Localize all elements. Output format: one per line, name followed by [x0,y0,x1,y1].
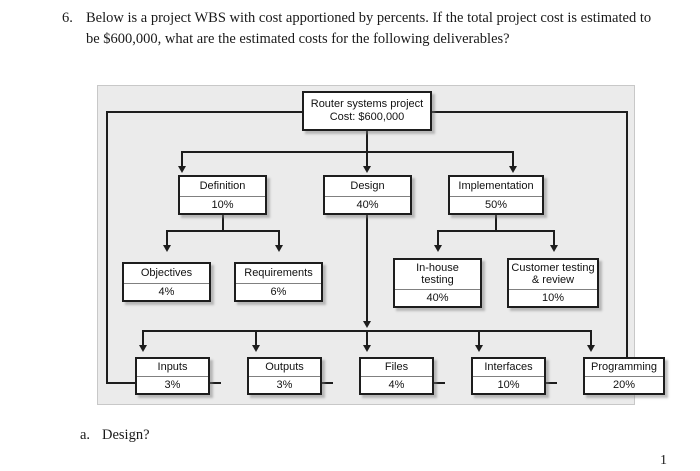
question-number: 6. [62,10,73,26]
node-customer-testing-review: Customer testing & review 10% [507,258,599,308]
subquestion-text: Design? [102,427,150,443]
arrow-to-programming [586,345,595,352]
branch-programming-line [590,330,592,346]
branch-inputs-line [142,330,144,346]
page-number: 1 [660,453,667,468]
arrow-to-design [362,166,371,173]
subquestion-letter: a. [80,427,91,443]
frame-left-edge [106,111,108,384]
node-value: 4% [361,375,432,394]
node-programming: Programming 20% [583,357,665,395]
question-row: 6. Below is a project WBS with cost appo… [62,8,662,50]
arrow-to-inhouse-testing [433,245,442,252]
node-title: In-house testing [416,261,459,287]
branch-implementation-line [512,151,514,167]
node-title: Objectives [140,267,193,279]
definition-drop-line [222,215,224,230]
link-files-interfaces [433,382,445,384]
root-title-line: Router systems project [310,97,424,110]
node-requirements: Requirements 6% [234,262,323,302]
arrow-to-files [362,345,371,352]
node-value: 40% [395,288,480,307]
node-outputs: Outputs 3% [247,357,322,395]
link-inputs-outputs [209,382,221,384]
node-title: Customer testing & review [511,261,595,287]
node-value: 50% [450,195,542,214]
node-inputs: Inputs 3% [135,357,210,395]
node-title: Outputs [265,361,304,373]
implementation-drop-line [495,215,497,230]
node-value: 6% [236,282,321,301]
arrow-to-implementation [508,166,517,173]
link-interfaces-programming [545,382,557,384]
question-text: Below is a project WBS with cost apporti… [86,10,652,47]
node-router-systems-project: Router systems project Cost: $600,000 [302,91,432,131]
node-value: 10% [509,288,597,307]
branch-files-line [366,330,368,346]
node-definition: Definition 10% [178,175,267,215]
node-objectives: Objectives 4% [122,262,211,302]
frame-bottom-left-stub [106,382,142,384]
node-value: 3% [249,375,320,394]
node-value: 10% [180,195,265,214]
arrow-to-objectives [162,245,171,252]
node-value: 3% [137,375,208,394]
question-block: 6. Below is a project WBS with cost appo… [62,8,662,50]
node-title: Interfaces [484,361,533,373]
design-long-drop-line [366,215,368,322]
frame-right-edge [626,111,628,384]
arrow-to-inputs [138,345,147,352]
level2-distribution-bar [181,151,514,153]
node-title: Requirements [244,267,313,279]
branch-outputs-line [255,330,257,346]
arrow-to-outputs [251,345,260,352]
root-cost-line: Cost: $600,000 [329,111,405,123]
node-title: Inputs [157,361,188,373]
node-title: Files [384,361,409,373]
implementation-distribution-bar [437,230,555,232]
arrow-to-interfaces [474,345,483,352]
branch-design-line [366,151,368,167]
branch-customer-testing-line [553,230,555,246]
node-design: Design 40% [323,175,412,215]
wbs-canvas: Router systems project Cost: $600,000 De… [98,86,665,406]
node-value: 4% [124,282,209,301]
arrow-to-requirements [274,245,283,252]
wbs-diagram-panel: Router systems project Cost: $600,000 De… [97,85,665,406]
branch-interfaces-line [478,330,480,346]
frame-top-left-segment [106,111,302,113]
node-title: Design [350,180,385,192]
node-interfaces: Interfaces 10% [471,357,546,395]
node-value: 10% [473,375,544,394]
definition-distribution-bar [166,230,280,232]
node-title: Implementation [458,180,534,192]
node-value: 40% [325,195,410,214]
arrow-to-definition [177,166,186,173]
branch-objectives-line [166,230,168,246]
link-outputs-files [321,382,333,384]
node-title: Programming [590,361,658,373]
node-title: Router systems project Cost: $600,000 [304,93,430,129]
branch-definition-line [181,151,183,167]
branch-inhouse-testing-line [437,230,439,246]
root-drop-line [366,131,368,151]
branch-requirements-line [278,230,280,246]
node-title: Definition [199,180,246,192]
node-implementation: Implementation 50% [448,175,544,215]
node-files: Files 4% [359,357,434,395]
arrow-design-to-bottom-bar [362,321,371,328]
subquestion-block: a. Design? [80,425,150,445]
arrow-to-customer-testing [549,245,558,252]
frame-top-right-segment [432,111,628,113]
node-in-house-testing: In-house testing 40% [393,258,482,308]
node-value: 20% [585,375,663,394]
